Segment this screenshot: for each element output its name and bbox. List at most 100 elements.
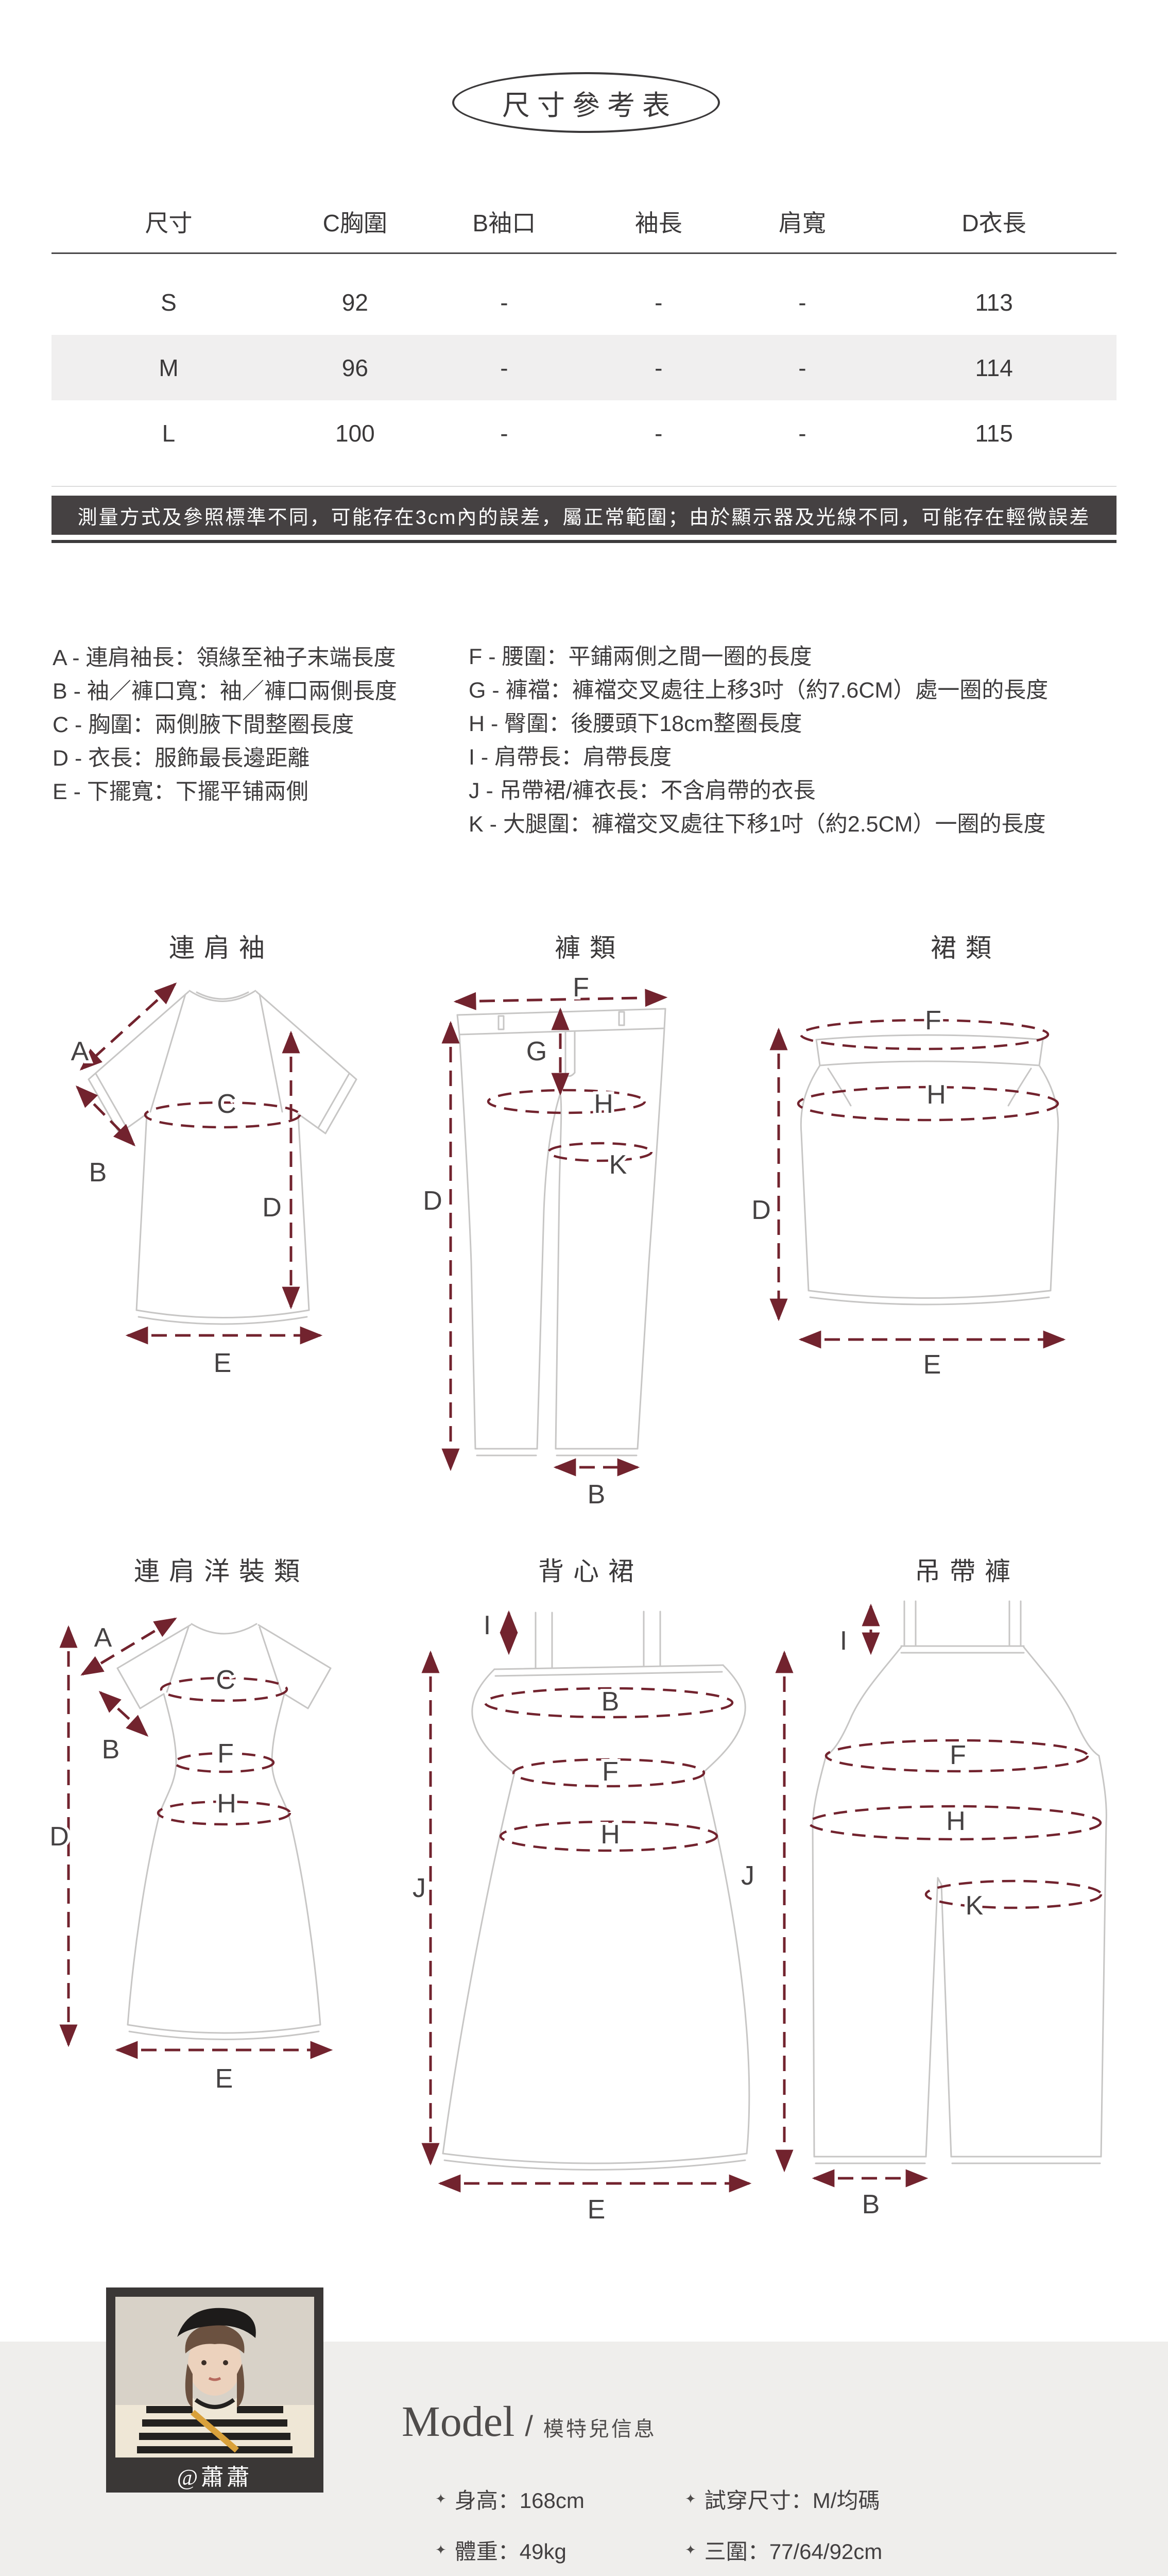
legend-item: E - 下擺寬：下擺平铺兩側 xyxy=(53,779,308,804)
model-handle: @蕭蕭 xyxy=(177,2465,253,2490)
tee-outline xyxy=(88,990,357,1325)
skirt-outline xyxy=(800,1034,1059,1306)
legend-item: K - 大腿圍：褲襠交叉處往下移1吋（約2.5CM）一圈的長度 xyxy=(469,812,1046,837)
measure-label: J xyxy=(741,1861,754,1891)
measure-label: F xyxy=(950,1740,966,1770)
size-table-header: 尺寸 C胸圍 B袖口 袖長 肩寬 D衣長 xyxy=(51,191,1117,254)
measure-label: E xyxy=(923,1350,941,1380)
legend-item: A - 連肩袖長：領緣至袖子末端長度 xyxy=(53,646,396,670)
legend-right-column: F - 腰圍：平鋪兩側之間一圈的長度 G - 褲襠：褲襠交叉處往上移3吋（約7.… xyxy=(469,640,1048,841)
diagram-pants: F G H K D B xyxy=(420,970,668,1513)
dress-measurements: A B C F H D E xyxy=(46,1617,333,2097)
cell: S xyxy=(161,289,177,316)
measure-label: H xyxy=(594,1089,613,1119)
legend-item: J - 吊帶裙/褲衣長：不含肩帶的衣長 xyxy=(469,778,816,803)
model-stats: ✦ 身高：168cm ✦ 試穿尺寸：M/均碼 ✦ 體重：49kg ✦ 三圍：77… xyxy=(435,2483,882,2566)
cell: - xyxy=(500,289,508,316)
pants-outline xyxy=(456,1008,666,1456)
stat-text: 體重：49kg xyxy=(454,2539,566,2564)
sparkle-icon: ✦ xyxy=(685,2542,696,2557)
sparkle-icon: ✦ xyxy=(435,2491,446,2506)
cell: 92 xyxy=(341,289,368,316)
overalls-outline xyxy=(812,1600,1107,2164)
measure-label: F xyxy=(602,1757,619,1787)
cell: 96 xyxy=(341,354,368,381)
measure-label: C xyxy=(216,1665,235,1695)
cell: 113 xyxy=(975,289,1013,316)
measure-label: B xyxy=(602,1687,620,1717)
model-title-divider: / xyxy=(525,2410,533,2442)
measure-label: K xyxy=(609,1150,627,1180)
legend-item: C - 胸圍：兩側腋下間整圈長度 xyxy=(53,713,354,737)
pants-measurements: F G H K D B xyxy=(420,970,668,1513)
measure-label: H xyxy=(217,1789,236,1819)
diagram-skirt: F H D E xyxy=(748,1003,1066,1383)
divider-line xyxy=(51,540,1117,543)
cell: - xyxy=(798,419,806,447)
measure-label: B xyxy=(89,1158,107,1188)
measure-label: A xyxy=(71,1037,89,1066)
cell: M xyxy=(159,354,179,381)
measure-label: I xyxy=(840,1626,847,1656)
section-title-overalls: 吊帶褲 xyxy=(915,1557,1020,1586)
legend-item: G - 褲襠：褲襠交叉處往上移3吋（約7.6CM）處一圈的長度 xyxy=(469,678,1049,703)
col-header: D衣長 xyxy=(961,210,1026,236)
measure-label: G xyxy=(526,1037,547,1066)
section-title-raglan-tee: 連肩袖 xyxy=(169,934,274,962)
stat-text: 三圍：77/64/92cm xyxy=(704,2539,883,2564)
measure-label: E xyxy=(214,1348,232,1378)
table-gap xyxy=(51,254,1117,269)
measure-label: K xyxy=(966,1891,984,1921)
measure-label: D xyxy=(751,1195,771,1225)
stat-height: ✦ 身高：168cm xyxy=(435,2483,685,2515)
cell: - xyxy=(500,419,508,447)
cell: - xyxy=(798,354,806,381)
diagram-raglan-tee: A B C D E xyxy=(68,982,357,1381)
model-title-zh: 模特兒信息 xyxy=(543,2418,657,2441)
stat-fitting-size: ✦ 試穿尺寸：M/均碼 xyxy=(685,2483,882,2515)
divider-line xyxy=(51,486,1117,487)
measure-label: F xyxy=(217,1739,234,1769)
diagram-overalls: I F H K J B xyxy=(738,1600,1107,2223)
sparkle-icon: ✦ xyxy=(685,2491,696,2506)
tee-measurements: A B C D E xyxy=(68,982,323,1381)
col-header: 肩寬 xyxy=(778,210,826,236)
overalls-measurements: I F H K J B xyxy=(738,1603,1103,2223)
measure-label: D xyxy=(49,1822,69,1852)
stat-measurements: ✦ 三圍：77/64/92cm xyxy=(685,2534,882,2566)
measure-label: E xyxy=(215,2064,233,2094)
cell: - xyxy=(655,419,663,447)
vest-outline xyxy=(442,1611,750,2171)
measure-label: H xyxy=(600,1820,620,1850)
cell: - xyxy=(500,354,508,381)
measure-label: B xyxy=(862,2190,880,2219)
measure-label: B xyxy=(588,1480,606,1510)
col-header: B袖口 xyxy=(472,210,536,236)
model-photo xyxy=(115,2297,314,2458)
model-title: Model / 模特兒信息 xyxy=(402,2397,657,2447)
measure-label: I xyxy=(484,1611,491,1640)
notice-banner: 測量方式及參照標準不同，可能存在3cm內的誤差，屬正常範圍；由於顯示器及光線不同… xyxy=(51,496,1117,535)
legend-item: I - 肩帶長：肩帶長度 xyxy=(469,745,672,770)
legend-item: B - 袖／褲口寬：袖／褲口兩側長度 xyxy=(53,679,397,704)
table-row-m: M 96 - - - 114 xyxy=(51,335,1117,400)
sparkle-icon: ✦ xyxy=(435,2542,446,2557)
measure-label: F xyxy=(925,1006,941,1036)
model-photo-frame: @蕭蕭 xyxy=(106,2287,323,2493)
title-oval: 尺寸參考表 xyxy=(452,72,720,133)
section-title-pants: 褲類 xyxy=(555,934,625,962)
cell: L xyxy=(162,419,176,447)
page-title: 尺寸參考表 xyxy=(502,90,677,121)
cell: - xyxy=(655,289,663,316)
diagram-vest-dress: I B F H J E xyxy=(409,1607,752,2228)
cell: - xyxy=(655,354,663,381)
vest-measurements: I B F H J E xyxy=(409,1607,752,2228)
measure-label: F xyxy=(573,973,589,1003)
measure-label: J xyxy=(413,1873,426,1903)
measure-label: H xyxy=(946,1806,966,1836)
stat-weight: ✦ 體重：49kg xyxy=(435,2534,685,2566)
col-header: 袖長 xyxy=(634,210,682,236)
table-row-s: S 92 - - - 113 xyxy=(51,269,1117,335)
legend-item: D - 衣長：服飾最長邊距離 xyxy=(53,746,310,771)
